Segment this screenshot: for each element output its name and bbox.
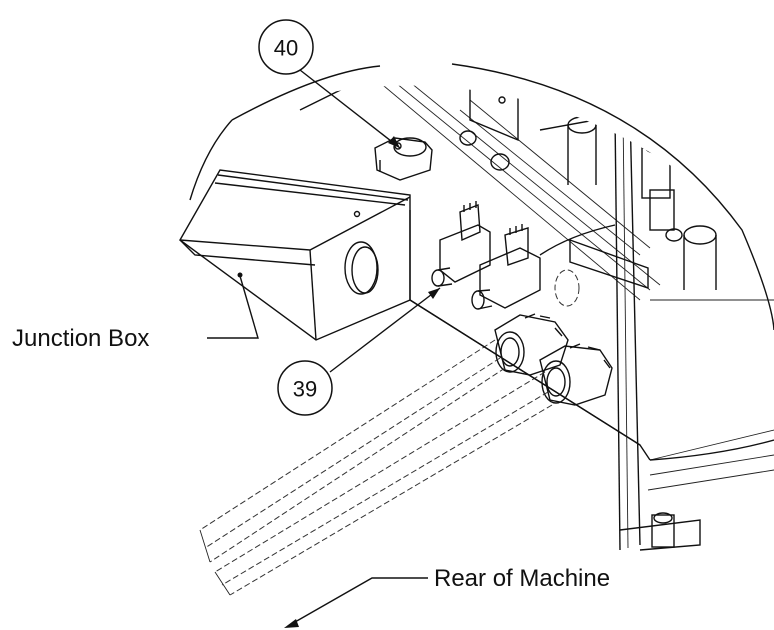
part-39-solenoid-valves [431,201,616,310]
rail-bolts [459,130,510,171]
part-40-fitting [374,137,433,181]
rear-of-machine-label-text: Rear of Machine [434,565,610,592]
callout-40-label: 40 [274,36,298,61]
conduit-fittings [494,313,613,406]
callout-40: 40 [258,19,401,149]
right-cylinders [567,116,717,290]
junction-box-label-text: Junction Box [12,325,149,352]
top-bracket [469,85,596,142]
callout-39-label: 39 [293,377,317,402]
rear-of-machine-label: Rear of Machine [284,565,610,628]
dashed-conduits [199,339,553,596]
callout-39: 39 [277,287,441,416]
detail-view-boundary [231,65,381,121]
vertical-post [614,109,701,551]
junction-box-label: Junction Box [12,275,259,352]
junction-box [179,169,411,341]
machine-back-panel [299,85,774,491]
